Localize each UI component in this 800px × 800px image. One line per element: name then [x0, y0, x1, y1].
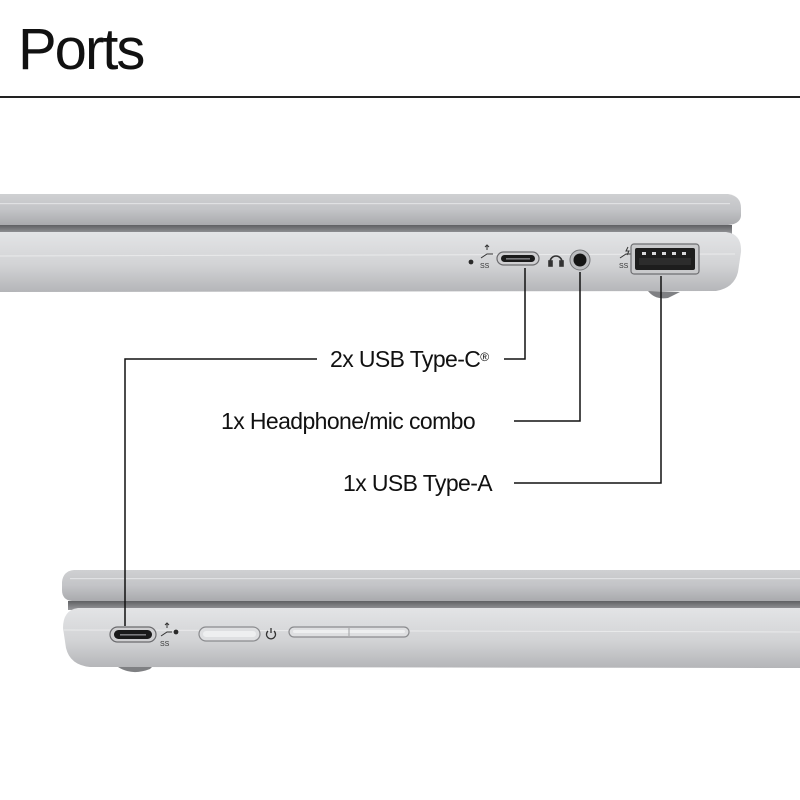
laptop-left-side: SS [62, 570, 800, 673]
usb-c-label: 2x USB Type-C® [330, 345, 489, 373]
ss-usb-icon: SS [480, 244, 493, 270]
svg-text:SS: SS [480, 263, 490, 270]
lid-left [62, 570, 800, 601]
headphone-label: 1x Headphone/mic combo [221, 408, 476, 434]
usb-c-callout-line-left [124, 358, 317, 626]
svg-text:SS: SS [619, 263, 629, 270]
headphone-jack [573, 253, 587, 267]
base-right [0, 232, 742, 292]
svg-text:SS: SS [160, 641, 170, 648]
page-title: Ports [18, 17, 145, 82]
laptop-right-side: SS SS [0, 194, 742, 299]
callout-lines [124, 268, 662, 626]
status-led [173, 629, 179, 635]
usb-c-callout-line [504, 268, 526, 360]
usb-power-delivery-icon: SS [619, 246, 631, 270]
registered-mark: ® [480, 350, 489, 364]
power-icon [265, 628, 277, 640]
usb-a-label: 1x USB Type-A [343, 470, 493, 496]
status-led [468, 259, 474, 265]
title-divider [0, 96, 800, 98]
headphone-callout-line [514, 272, 581, 422]
lid-right [0, 194, 741, 225]
headset-icon [548, 255, 564, 267]
base-left [63, 608, 800, 668]
usb-c-label-text: 2x USB Type-C [330, 346, 481, 372]
ss-usb-icon: SS [160, 622, 172, 648]
usb-a-callout-line [514, 276, 662, 484]
